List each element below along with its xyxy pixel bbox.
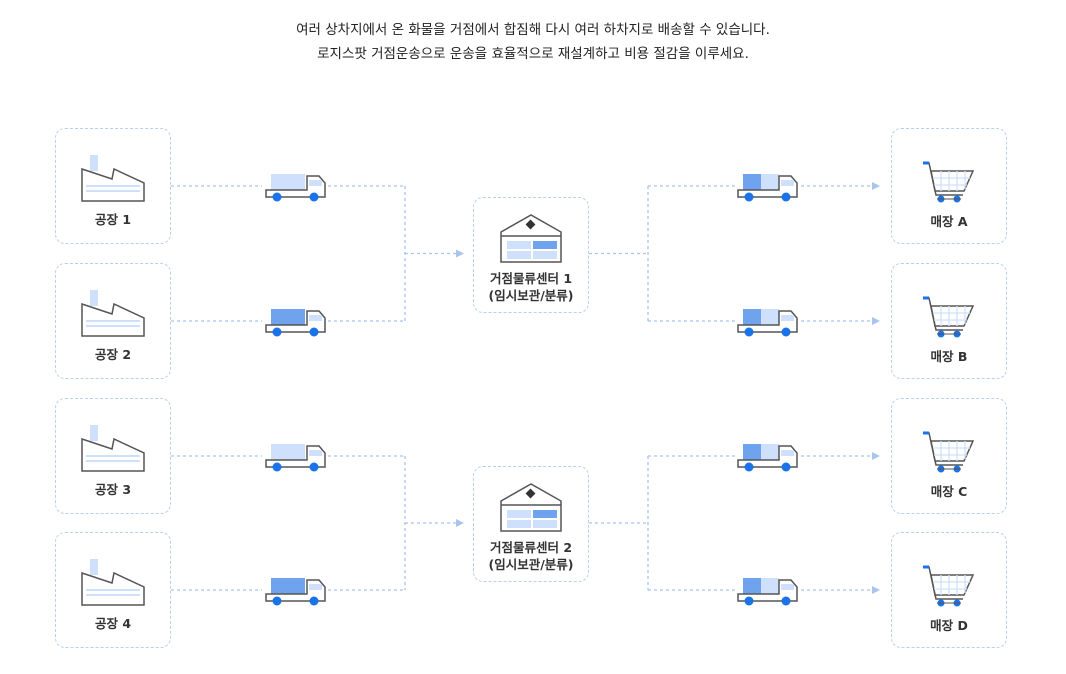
factory-node: 공장 1 <box>55 128 171 244</box>
shopping-cart-icon <box>923 296 975 338</box>
factory-icon <box>81 290 145 337</box>
store-node: 매장 D <box>891 532 1007 648</box>
warehouse-icon <box>500 213 562 263</box>
truck-icon <box>265 172 327 204</box>
hub-label: 거점물류센터 1 <box>489 270 573 286</box>
truck-icon <box>737 307 799 339</box>
truck-icon <box>265 307 327 339</box>
truck-icon <box>737 172 799 204</box>
factory-icon <box>81 559 145 606</box>
arrow-icon <box>872 317 880 325</box>
hub-label: 거점물류센터 2 <box>489 540 573 555</box>
arrow-icon <box>872 182 880 190</box>
shopping-cart-icon <box>923 565 975 607</box>
truck-icon <box>265 576 327 608</box>
arrow-icon <box>456 249 464 258</box>
arrow-icon <box>872 586 880 594</box>
hub-sublabel: (임시보관/분류) <box>488 557 574 572</box>
factory-label: 공장 2 <box>94 347 132 362</box>
intro-line-1: 여러 상차지에서 온 화물을 거점에서 합짐해 다시 여러 하차지로 배송할 수… <box>296 22 770 38</box>
shopping-cart-icon <box>923 161 975 203</box>
intro-line-2: 로지스팟 거점운송으로 운송을 효율적으로 재설계하고 비용 절감을 이루세요. <box>317 46 749 62</box>
hub-node: 거점물류센터 1(임시보관/분류) <box>473 196 589 313</box>
store-node: 매장 B <box>891 263 1007 379</box>
store-label: 매장 A <box>930 214 968 229</box>
store-node: 매장 A <box>891 128 1007 244</box>
arrow-icon <box>872 452 880 460</box>
factory-icon <box>81 155 145 202</box>
factory-node: 공장 3 <box>55 398 171 514</box>
truck-icon <box>737 576 799 608</box>
truck-icon <box>737 442 799 474</box>
hub-node: 거점물류센터 2 (임시보관/분류) <box>473 466 589 582</box>
shopping-cart-icon <box>923 431 975 473</box>
factory-label: 공장 3 <box>94 482 132 497</box>
store-label: 매장 D <box>930 618 968 633</box>
intro-text: 여러 상차지에서 온 화물을 거점에서 합짐해 다시 여러 하차지로 배송할 수… <box>0 18 1066 66</box>
warehouse-icon <box>500 483 562 532</box>
factory-label: 공장 1 <box>94 212 132 227</box>
factory-icon <box>81 425 145 472</box>
factory-node: 공장 4 <box>55 532 171 648</box>
factory-node: 공장 2 <box>55 263 171 379</box>
hub-sublabel: (임시보관/분류) <box>488 287 574 303</box>
arrow-icon <box>456 519 464 527</box>
store-node: 매장 C <box>891 398 1007 514</box>
truck-icon <box>265 442 327 474</box>
store-label: 매장 C <box>930 484 968 499</box>
store-label: 매장 B <box>930 349 968 364</box>
factory-label: 공장 4 <box>94 616 132 631</box>
